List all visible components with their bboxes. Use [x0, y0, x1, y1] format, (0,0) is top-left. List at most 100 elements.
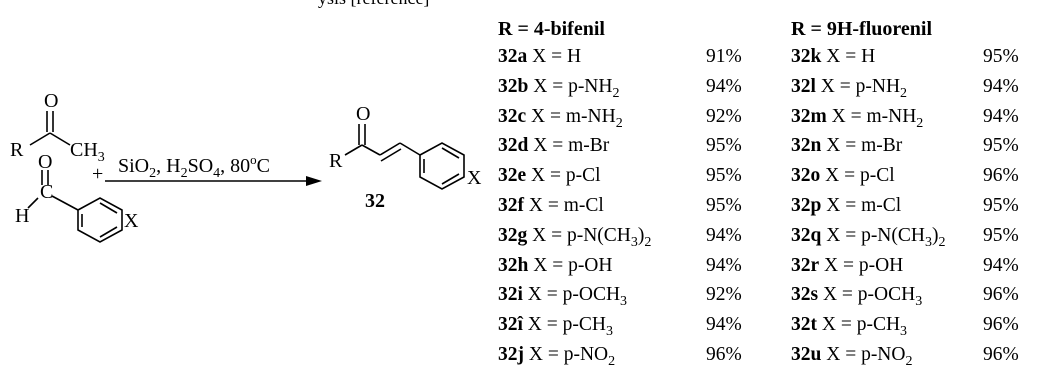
substituent: X = m-Br — [821, 135, 903, 157]
yield-value: 94% — [706, 75, 742, 97]
product-x: X — [467, 167, 482, 189]
yield-value: 96% — [983, 344, 1019, 365]
reaction-arrow — [105, 176, 322, 186]
table-row: 32j X = p-NO2 96% — [498, 344, 742, 369]
compound-id: 32t — [791, 314, 817, 336]
substituent: X = p-NH2 — [815, 75, 908, 101]
yield-value: 95% — [983, 195, 1019, 216]
table-row: 32î X = p-CH3 94% — [498, 314, 742, 340]
yield-value: 96% — [706, 344, 742, 365]
yield-value: 95% — [706, 135, 742, 157]
table-row: 32n X = m-Br 95% — [791, 135, 1019, 157]
column-header: R = 9H-fluorenil — [791, 18, 933, 40]
compound-id: 32i — [498, 284, 523, 306]
substituent: X = p-OH — [528, 254, 613, 276]
yield-value: 94% — [706, 314, 742, 336]
reaction-scheme: ysis [reference] O R CH3 + O C H X SiO2,… — [10, 0, 482, 243]
reactant2-carbon: C — [40, 181, 53, 203]
compound-id: 32s — [791, 284, 819, 306]
header-fragment: ysis [reference] — [318, 0, 429, 8]
yield-value: 95% — [983, 46, 1019, 67]
yield-value: 92% — [706, 284, 742, 306]
table-row: 32t X = p-CH3 96% — [791, 314, 1019, 340]
product-chalcone — [344, 124, 465, 190]
product-label: 32 — [365, 190, 385, 212]
reactant2-hydrogen: H — [15, 205, 29, 227]
yield-value: 96% — [983, 314, 1019, 336]
yield-value: 94% — [983, 105, 1019, 127]
substituent: X = p-CH3 — [522, 314, 613, 340]
substituent: X = H — [527, 46, 582, 67]
substituent: X = m-NH2 — [526, 105, 623, 131]
compound-id: 32r — [791, 254, 820, 276]
compound-id: 32m — [791, 105, 827, 127]
compound-id: 32h — [498, 254, 529, 276]
reactant-benzaldehyde — [27, 170, 123, 243]
yield-value: 94% — [983, 75, 1019, 97]
substituent: X = p-CH3 — [817, 314, 908, 340]
yield-value: 95% — [706, 165, 742, 187]
reactant1-r-group: R — [10, 139, 24, 161]
compound-id: 32e — [498, 165, 527, 187]
substituent: X = m-NH2 — [826, 105, 924, 131]
yield-value: 95% — [983, 135, 1019, 157]
yield-value: 92% — [706, 105, 742, 127]
yield-value: 95% — [706, 195, 742, 216]
table-row: 32k X = H 95% — [791, 46, 1019, 68]
compound-id: 32n — [791, 135, 822, 157]
compound-id: 32f — [498, 195, 524, 216]
yield-value: 96% — [983, 165, 1019, 187]
yield-value: 96% — [983, 284, 1019, 306]
yield-value: 94% — [706, 254, 742, 276]
substituent: X = p-Cl — [820, 165, 895, 187]
compound-id: 32b — [498, 75, 529, 97]
table-row: 32r X = p-OH 94% — [791, 254, 1019, 277]
substituent: X = p-OCH3 — [818, 284, 923, 310]
yield-value: 94% — [983, 254, 1019, 276]
table-row: 32s X = p-OCH3 96% — [791, 284, 1019, 310]
reactant2-oxygen: O — [38, 151, 52, 173]
table-row: 32i X = p-OCH3 92% — [498, 284, 742, 310]
compound-id: 32p — [791, 195, 822, 216]
compound-id: 32k — [791, 46, 822, 67]
substituent: X = H — [821, 46, 876, 67]
substituent: X = p-OH — [819, 254, 904, 276]
product-r-group: R — [329, 150, 343, 172]
substituent: X = p-OCH3 — [522, 284, 628, 310]
yield-value: 94% — [706, 224, 742, 246]
plus-sign: + — [92, 163, 103, 185]
table-row: 32f X = m-Cl 95% — [498, 195, 742, 217]
compound-id: 32c — [498, 105, 527, 127]
table-row: 32e X = p-Cl 95% — [498, 165, 742, 187]
product-oxygen: O — [356, 103, 370, 125]
table-row: 32a X = H 91% — [498, 46, 742, 68]
substituent: X = p-N(CH3)2 — [527, 224, 652, 250]
table-row: 32g X = p-N(CH3)2 94% — [498, 224, 742, 250]
substituent: X = m-Br — [528, 135, 610, 157]
table-row: 32p X = m-Cl 95% — [791, 195, 1019, 217]
substituent: X = m-Cl — [524, 195, 604, 216]
reaction-conditions: SiO2, H2SO4, 80oC — [118, 152, 270, 181]
compound-id: 32u — [791, 344, 822, 365]
compound-id: 32g — [498, 224, 528, 246]
substituent: X = p-NO2 — [524, 344, 616, 369]
substituent: X = m-Cl — [821, 195, 902, 216]
substituent: X = p-NH2 — [528, 75, 620, 101]
compound-id: 32a — [498, 46, 528, 67]
column-header: R = 4-bifenil — [498, 18, 605, 40]
compound-id: 32j — [498, 344, 524, 365]
substituent: X = p-Cl — [526, 165, 601, 187]
reactant-acetyl — [29, 111, 71, 146]
table-row: 32c X = m-NH2 92% — [498, 105, 742, 131]
reactant1-oxygen: O — [44, 90, 58, 112]
yield-value: 91% — [706, 46, 742, 67]
table-row: 32l X = p-NH2 94% — [791, 75, 1019, 101]
compound-id: 32î — [498, 314, 523, 336]
table-row: 32h X = p-OH 94% — [498, 254, 742, 277]
compound-id: 32l — [791, 75, 816, 97]
table-row: 32b X = p-NH2 94% — [498, 75, 742, 101]
